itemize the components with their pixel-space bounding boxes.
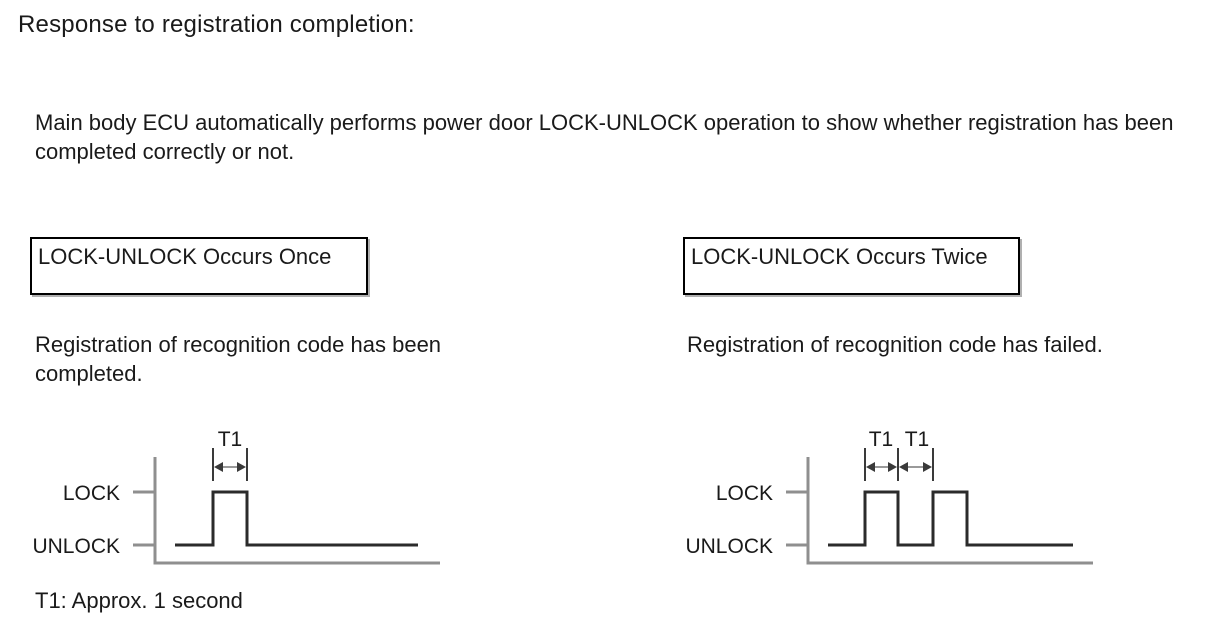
result-box-once: LOCK-UNLOCK Occurs Once <box>30 237 368 295</box>
result-box-twice: LOCK-UNLOCK Occurs Twice <box>683 237 1020 295</box>
t1-first-label: T1 <box>869 428 894 451</box>
t1-label: T1 <box>218 428 243 451</box>
axis-lines <box>153 457 440 565</box>
page-title: Response to registration completion: <box>18 11 415 38</box>
timing-diagram-once: LOCK UNLOCK T1 <box>32 428 440 565</box>
result-box-once-label: LOCK-UNLOCK Occurs Once <box>38 244 332 269</box>
timing-diagram-twice: LOCK UNLOCK T1 T1 <box>685 428 1093 565</box>
t1-second-label: T1 <box>905 428 930 451</box>
waveform-single-pulse <box>175 490 418 547</box>
double-arrow-icon <box>866 462 897 472</box>
double-arrow-icon <box>899 462 932 472</box>
caption-completed: Registration of recognition code has bee… <box>35 332 442 386</box>
lock-label: LOCK <box>63 482 120 505</box>
double-arrow-icon <box>214 462 246 472</box>
intro-paragraph: Main body ECU automatically performs pow… <box>35 110 1174 164</box>
caption-failed: Registration of recognition code has fai… <box>687 332 1103 357</box>
waveform-double-pulse <box>828 490 1073 547</box>
axis-lines <box>806 457 1093 565</box>
lock-label: LOCK <box>716 482 773 505</box>
unlock-label: UNLOCK <box>32 535 120 558</box>
result-box-twice-label: LOCK-UNLOCK Occurs Twice <box>691 244 988 269</box>
unlock-label: UNLOCK <box>685 535 773 558</box>
t1-definition-note: T1: Approx. 1 second <box>35 588 243 613</box>
